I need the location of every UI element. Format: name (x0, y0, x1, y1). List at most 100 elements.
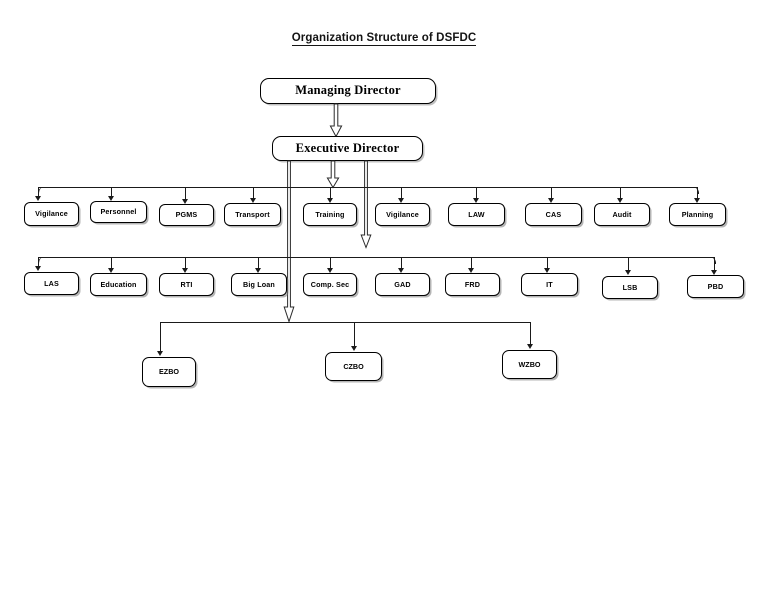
node-row1-audit[interactable]: Audit (594, 203, 650, 226)
row1-drop-3 (185, 188, 186, 200)
row1-drop-1 (38, 188, 39, 197)
row2-drop-1 (38, 258, 39, 267)
page-title-text: Organization Structure of DSFDC (291, 32, 477, 46)
node-row3-wzbo[interactable]: WZBO (502, 350, 557, 379)
row2-rail-right-elbow (709, 257, 716, 264)
row1-arrowhead-2 (108, 196, 114, 201)
row2-drop-8 (547, 258, 548, 269)
row2-arrowhead-6 (398, 268, 404, 273)
node-row1-label-3: PGMS (175, 210, 198, 220)
row1-drop-7 (476, 188, 477, 199)
node-executive-director-label: Executive Director (295, 140, 400, 155)
node-row2-rti[interactable]: RTI (159, 273, 214, 296)
node-row1-transport[interactable]: Transport (224, 203, 281, 226)
node-row3-label-ezbo: EZBO (159, 367, 179, 377)
node-row3-ezbo[interactable]: EZBO (142, 357, 196, 387)
node-managing-director-label: Managing Director (295, 83, 401, 98)
node-row2-it[interactable]: IT (521, 273, 578, 296)
node-row2-las[interactable]: LAS (24, 272, 79, 295)
node-row3-label-wzbo: WZBO (518, 359, 541, 369)
row1-arrowhead-5 (327, 198, 333, 203)
row1-arrowhead-9 (617, 198, 623, 203)
node-row2-lsb[interactable]: LSB (602, 276, 658, 299)
row2-arrowhead-3 (182, 268, 188, 273)
row1-arrowhead-7 (473, 198, 479, 203)
row2-drop-9 (628, 258, 629, 271)
connector-ed-to-row3-arrow (283, 160, 295, 324)
node-executive-director[interactable]: Executive Director (272, 136, 423, 161)
row1-arrowhead-4 (250, 198, 256, 203)
row3-arrowhead-czbo (351, 346, 357, 351)
row2-arrowhead-9 (625, 270, 631, 275)
node-row1-label-7: LAW (468, 209, 485, 219)
node-row2-label-3: RTI (180, 279, 193, 289)
row1-arrowhead-6 (398, 198, 404, 203)
row2-drop-2 (111, 258, 112, 269)
row2-arrowhead-1 (35, 266, 41, 271)
row1-rail-left-elbow (38, 187, 45, 194)
row1-drop-10 (697, 188, 698, 199)
row2-drop-3 (185, 258, 186, 269)
node-row2-label-6: GAD (394, 279, 411, 289)
row1-arrowhead-10 (694, 198, 700, 203)
node-row2-label-2: Education (100, 279, 137, 289)
row2-drop-10 (714, 258, 715, 271)
node-row1-label-5: Training (315, 209, 345, 219)
row3-drop-wzbo (530, 322, 531, 345)
row3-arrowhead-wzbo (527, 344, 533, 349)
connector-ed-to-row2-arrow (360, 160, 372, 249)
row1-rail (38, 187, 698, 188)
row2-drop-5 (330, 258, 331, 269)
node-row1-personnel[interactable]: Personnel (90, 201, 147, 223)
node-row2-education[interactable]: Education (90, 273, 147, 296)
node-row1-label-8: CAS (545, 209, 562, 219)
node-row2-label-1: LAS (44, 278, 59, 288)
row3-drop-czbo (354, 322, 355, 347)
node-row2-frd[interactable]: FRD (445, 273, 500, 296)
node-row2-label-7: FRD (464, 279, 481, 289)
row3-rail (160, 322, 530, 323)
row1-drop-4 (253, 188, 254, 199)
node-row2-label-9: LSB (622, 282, 638, 292)
row1-arrowhead-3 (182, 199, 188, 204)
node-row1-label-6: Vigilance (386, 209, 419, 219)
row2-arrowhead-4 (255, 268, 261, 273)
node-row2-comp-sec[interactable]: Comp. Sec (303, 273, 357, 296)
node-row1-cas[interactable]: CAS (525, 203, 582, 226)
row2-arrowhead-7 (468, 268, 474, 273)
row1-drop-9 (620, 188, 621, 199)
row1-drop-6 (401, 188, 402, 199)
node-row3-label-czbo: CZBO (343, 361, 364, 371)
row2-drop-7 (471, 258, 472, 269)
node-row1-law[interactable]: LAW (448, 203, 505, 226)
node-row2-gad[interactable]: GAD (375, 273, 430, 296)
node-row1-vigilance-2[interactable]: Vigilance (375, 203, 430, 226)
node-row1-pgms[interactable]: PGMS (159, 204, 214, 226)
node-row2-label-10: PBD (707, 281, 724, 291)
node-row2-label-4: Big Loan (243, 279, 275, 289)
row1-arrowhead-1 (35, 196, 41, 201)
node-row2-label-8: IT (546, 279, 553, 289)
page-title: Organization Structure of DSFDC (0, 32, 768, 46)
row1-rail-right-elbow (692, 187, 699, 194)
connector-ed-to-row1-arrow (326, 160, 340, 189)
node-row2-big-loan[interactable]: Big Loan (231, 273, 287, 296)
row3-drop-ezbo (160, 322, 161, 352)
row1-drop-8 (551, 188, 552, 199)
row2-arrowhead-5 (327, 268, 333, 273)
node-row1-label-2: Personnel (100, 207, 137, 217)
row2-arrowhead-8 (544, 268, 550, 273)
connector-md-to-ed-arrow (329, 103, 343, 138)
node-row2-pbd[interactable]: PBD (687, 275, 744, 298)
row2-drop-4 (258, 258, 259, 269)
node-row1-label-1: Vigilance (35, 209, 68, 219)
row2-rail-left-elbow (38, 257, 45, 264)
row2-rail (38, 257, 715, 258)
node-row1-planning[interactable]: Planning (669, 203, 726, 226)
node-row1-training[interactable]: Training (303, 203, 357, 226)
node-row1-vigilance-1[interactable]: Vigilance (24, 202, 79, 226)
node-row3-czbo[interactable]: CZBO (325, 352, 382, 381)
node-managing-director[interactable]: Managing Director (260, 78, 436, 104)
row1-arrowhead-8 (548, 198, 554, 203)
